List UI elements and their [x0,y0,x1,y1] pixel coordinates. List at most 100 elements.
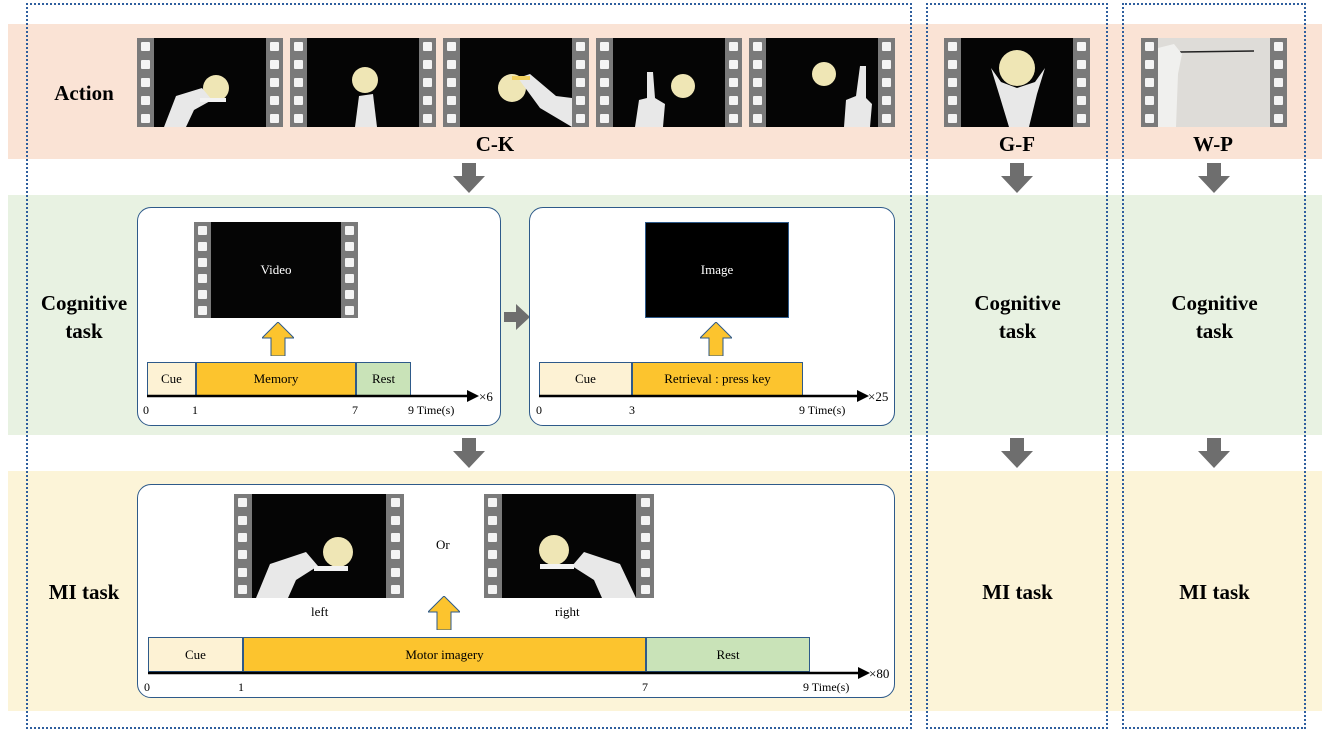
film-hole-icon [641,567,650,577]
left-label: left [311,604,329,619]
column-label-wp: W-P [1192,132,1234,156]
film-hole-icon [198,225,207,235]
column-label-gf: G-F [998,132,1036,156]
film-hole-icon [423,95,432,105]
film-hole-icon [948,42,957,52]
up-arrow-icon [262,322,294,356]
film-hole-icon [1145,113,1154,123]
hand-writing-image [1158,38,1270,127]
film-hole-icon [198,305,207,315]
film-hole-icon [270,78,279,87]
film-hole-icon [423,42,432,52]
mi-tick-1: 1 [238,680,244,694]
down-arrow-icon [1001,438,1033,468]
film-hole-icon [576,113,585,123]
timeline-arrow-icon [539,390,869,402]
down-arrow-icon [1198,438,1230,468]
action-frame-3 [443,38,589,127]
film-hole-icon [391,584,400,594]
film-hole-icon [1077,78,1086,87]
memory-tick-9: 9 Time(s) [408,403,455,417]
action-frame-5 [749,38,895,127]
film-hole-icon [753,60,762,70]
timeline-arrow-icon [147,390,479,402]
film-hole-icon [447,113,456,123]
retrieval-repeat: ×25 [868,389,889,404]
film-hole-icon [882,113,891,123]
memory-tick-0: 0 [143,403,149,417]
film-hole-icon [488,550,497,560]
film-hole-icon [270,95,279,105]
film-hole-icon [1077,60,1086,70]
film-hole-icon [238,498,247,508]
retrieval-seg-cue: Cue [539,362,632,396]
film-hole-icon [345,225,354,235]
mi-tick-0: 0 [144,680,150,694]
film-hole-icon [391,550,400,560]
film-hole-icon [1145,42,1154,52]
down-arrow-icon [1198,163,1230,193]
action-frame-gf [944,38,1090,127]
film-hole-icon [882,95,891,105]
film-hole-icon [1274,60,1283,70]
hand-ball-image [498,74,572,127]
film-hole-icon [488,567,497,577]
action-frame-4 [596,38,742,127]
film-hole-icon [141,78,150,87]
film-hole-icon [294,113,303,123]
film-hole-icon [345,257,354,267]
film-hole-icon [729,78,738,87]
mi-seg-rest: Rest [646,637,810,672]
action-frame-wp [1141,38,1287,127]
film-hole-icon [141,113,150,123]
film-hole-icon [391,532,400,542]
gf-cognitive-label: Cognitive task [974,291,1061,343]
film-hole-icon [1077,95,1086,105]
column-label-ck: C-K [475,132,515,156]
retrieval-tick-3: 3 [629,403,635,417]
film-hole-icon [600,113,609,123]
film-hole-icon [641,550,650,560]
down-arrow-icon [453,163,485,193]
film-hole-icon [1274,42,1283,52]
memory-seg-cue: Cue [147,362,196,396]
film-hole-icon [270,113,279,123]
retrieval-seg-press-key: Retrieval : press key [632,362,803,396]
film-hole-icon [198,273,207,283]
gf-column-box [926,3,1108,729]
finger-ball-image [812,62,872,127]
film-hole-icon [345,289,354,299]
action-frame-1 [137,38,283,127]
film-hole-icon [141,42,150,52]
film-hole-icon [423,78,432,87]
film-hole-icon [198,241,207,251]
film-hole-icon [576,78,585,87]
film-hole-icon [488,515,497,525]
film-hole-icon [345,241,354,251]
memory-seg-rest: Rest [356,362,411,396]
film-hole-icon [294,95,303,105]
down-arrow-icon [453,438,485,468]
film-hole-icon [488,532,497,542]
film-hole-icon [948,95,957,105]
film-hole-icon [576,95,585,105]
film-hole-icon [753,95,762,105]
film-hole-icon [882,42,891,52]
film-hole-icon [948,113,957,123]
film-hole-icon [1145,78,1154,87]
wp-mi-label: MI task [1179,580,1250,604]
film-hole-icon [600,60,609,70]
film-hole-icon [391,498,400,508]
mi-repeat: ×80 [869,666,890,681]
retrieval-tick-9: 9 Time(s) [799,403,846,417]
film-hole-icon [238,550,247,560]
film-hole-icon [641,498,650,508]
film-hole-icon [141,60,150,70]
film-hole-icon [641,584,650,594]
film-hole-icon [882,60,891,70]
video-label: Video [211,222,341,318]
up-arrow-icon [428,596,460,630]
retrieval-tick-0: 0 [536,403,542,417]
wp-column-box [1122,3,1306,729]
ball-image [352,67,378,127]
